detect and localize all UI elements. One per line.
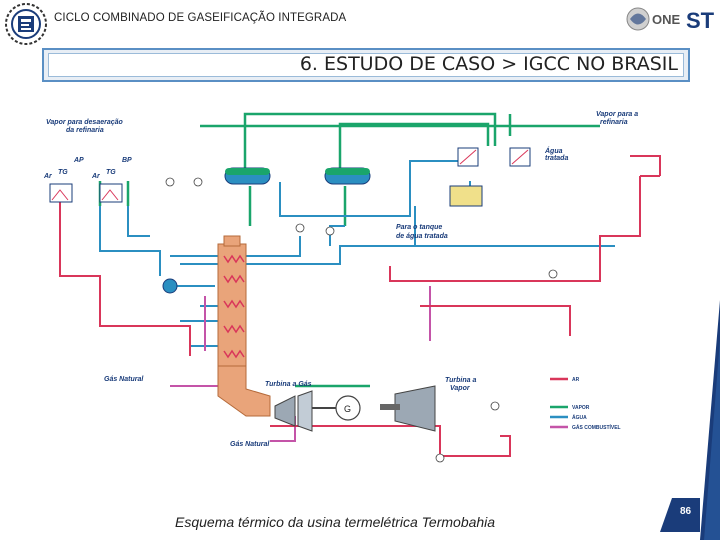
logo-right-text-b: ST [686, 8, 715, 33]
air-lines [59, 155, 661, 457]
thermal-scheme-diagram: G Vapor para desaeração da refinaria Vap… [43, 111, 661, 463]
label-bp: BP [122, 157, 132, 164]
label-agua-tratada-1: Água [544, 146, 563, 155]
label-gas-natural: Gás Natural [104, 376, 144, 383]
university-logo-icon [5, 3, 47, 45]
legend-gas: GÁS COMBUSTÍVEL [572, 423, 621, 431]
steam-turbine [380, 385, 436, 432]
label-tanque-2: de água tratada [396, 233, 448, 240]
steam-lines [98, 112, 600, 388]
heat-exchangers [449, 147, 531, 207]
label-ap: AP [73, 157, 84, 164]
banner-inner-frame [48, 53, 684, 77]
steam-drums [224, 167, 371, 185]
label-ar-1: Ar [43, 173, 53, 180]
generator-label: G [344, 404, 351, 414]
page-number: 86 [680, 506, 692, 517]
header-title: CICLO COMBINADO DE GASEIFICAÇÃO INTEGRAD… [54, 12, 347, 24]
pump-icon [162, 278, 178, 294]
label-vapor-desaeracao-1: Vapor para desaeração [46, 119, 124, 126]
diagram-caption: Esquema térmico da usina termelétrica Te… [175, 514, 496, 530]
numbered-markers [165, 177, 558, 463]
legend-vapor: VAPOR [572, 405, 590, 411]
label-turbina-gas: Turbina a Gás [265, 381, 312, 388]
label-vapor-refinaria-2: refinaria [600, 119, 628, 126]
label-vapor-refinaria-1: Vapor para a [596, 111, 638, 118]
label-vapor-desaeracao-2: da refinaria [66, 127, 104, 134]
diagram-legend: AR VAPOR ÁGUA GÁS COMBUSTÍVEL [550, 377, 621, 431]
hrsg-boiler [217, 235, 271, 417]
label-turbina-vapor-1: Turbina a [445, 377, 476, 384]
water-lines [99, 160, 615, 347]
label-turbina-vapor-2: Vapor [450, 385, 471, 392]
label-tg-2: TG [106, 169, 116, 176]
label-agua-tratada-2: tratada [545, 155, 568, 162]
label-gas-natural-bottom: Gás Natural [230, 441, 270, 448]
label-tg-1: TG [58, 169, 68, 176]
nest-logo-icon: ONE ST [626, 7, 715, 33]
gas-turbine: G [274, 390, 361, 432]
legend-ar: AR [572, 377, 580, 383]
section-title: 6. ESTUDO DE CASO > IGCC NO BRASIL [299, 53, 678, 75]
tg-units [49, 183, 123, 203]
logo-right-text-a: ONE [652, 12, 681, 27]
corner-decoration [700, 300, 720, 540]
legend-agua: ÁGUA [572, 414, 587, 421]
label-ar-2: Ar [91, 173, 101, 180]
page-number-badge [660, 498, 700, 532]
section-banner: 6. ESTUDO DE CASO > IGCC NO BRASIL [42, 48, 690, 82]
label-tanque-1: Para o tanque [396, 224, 442, 231]
